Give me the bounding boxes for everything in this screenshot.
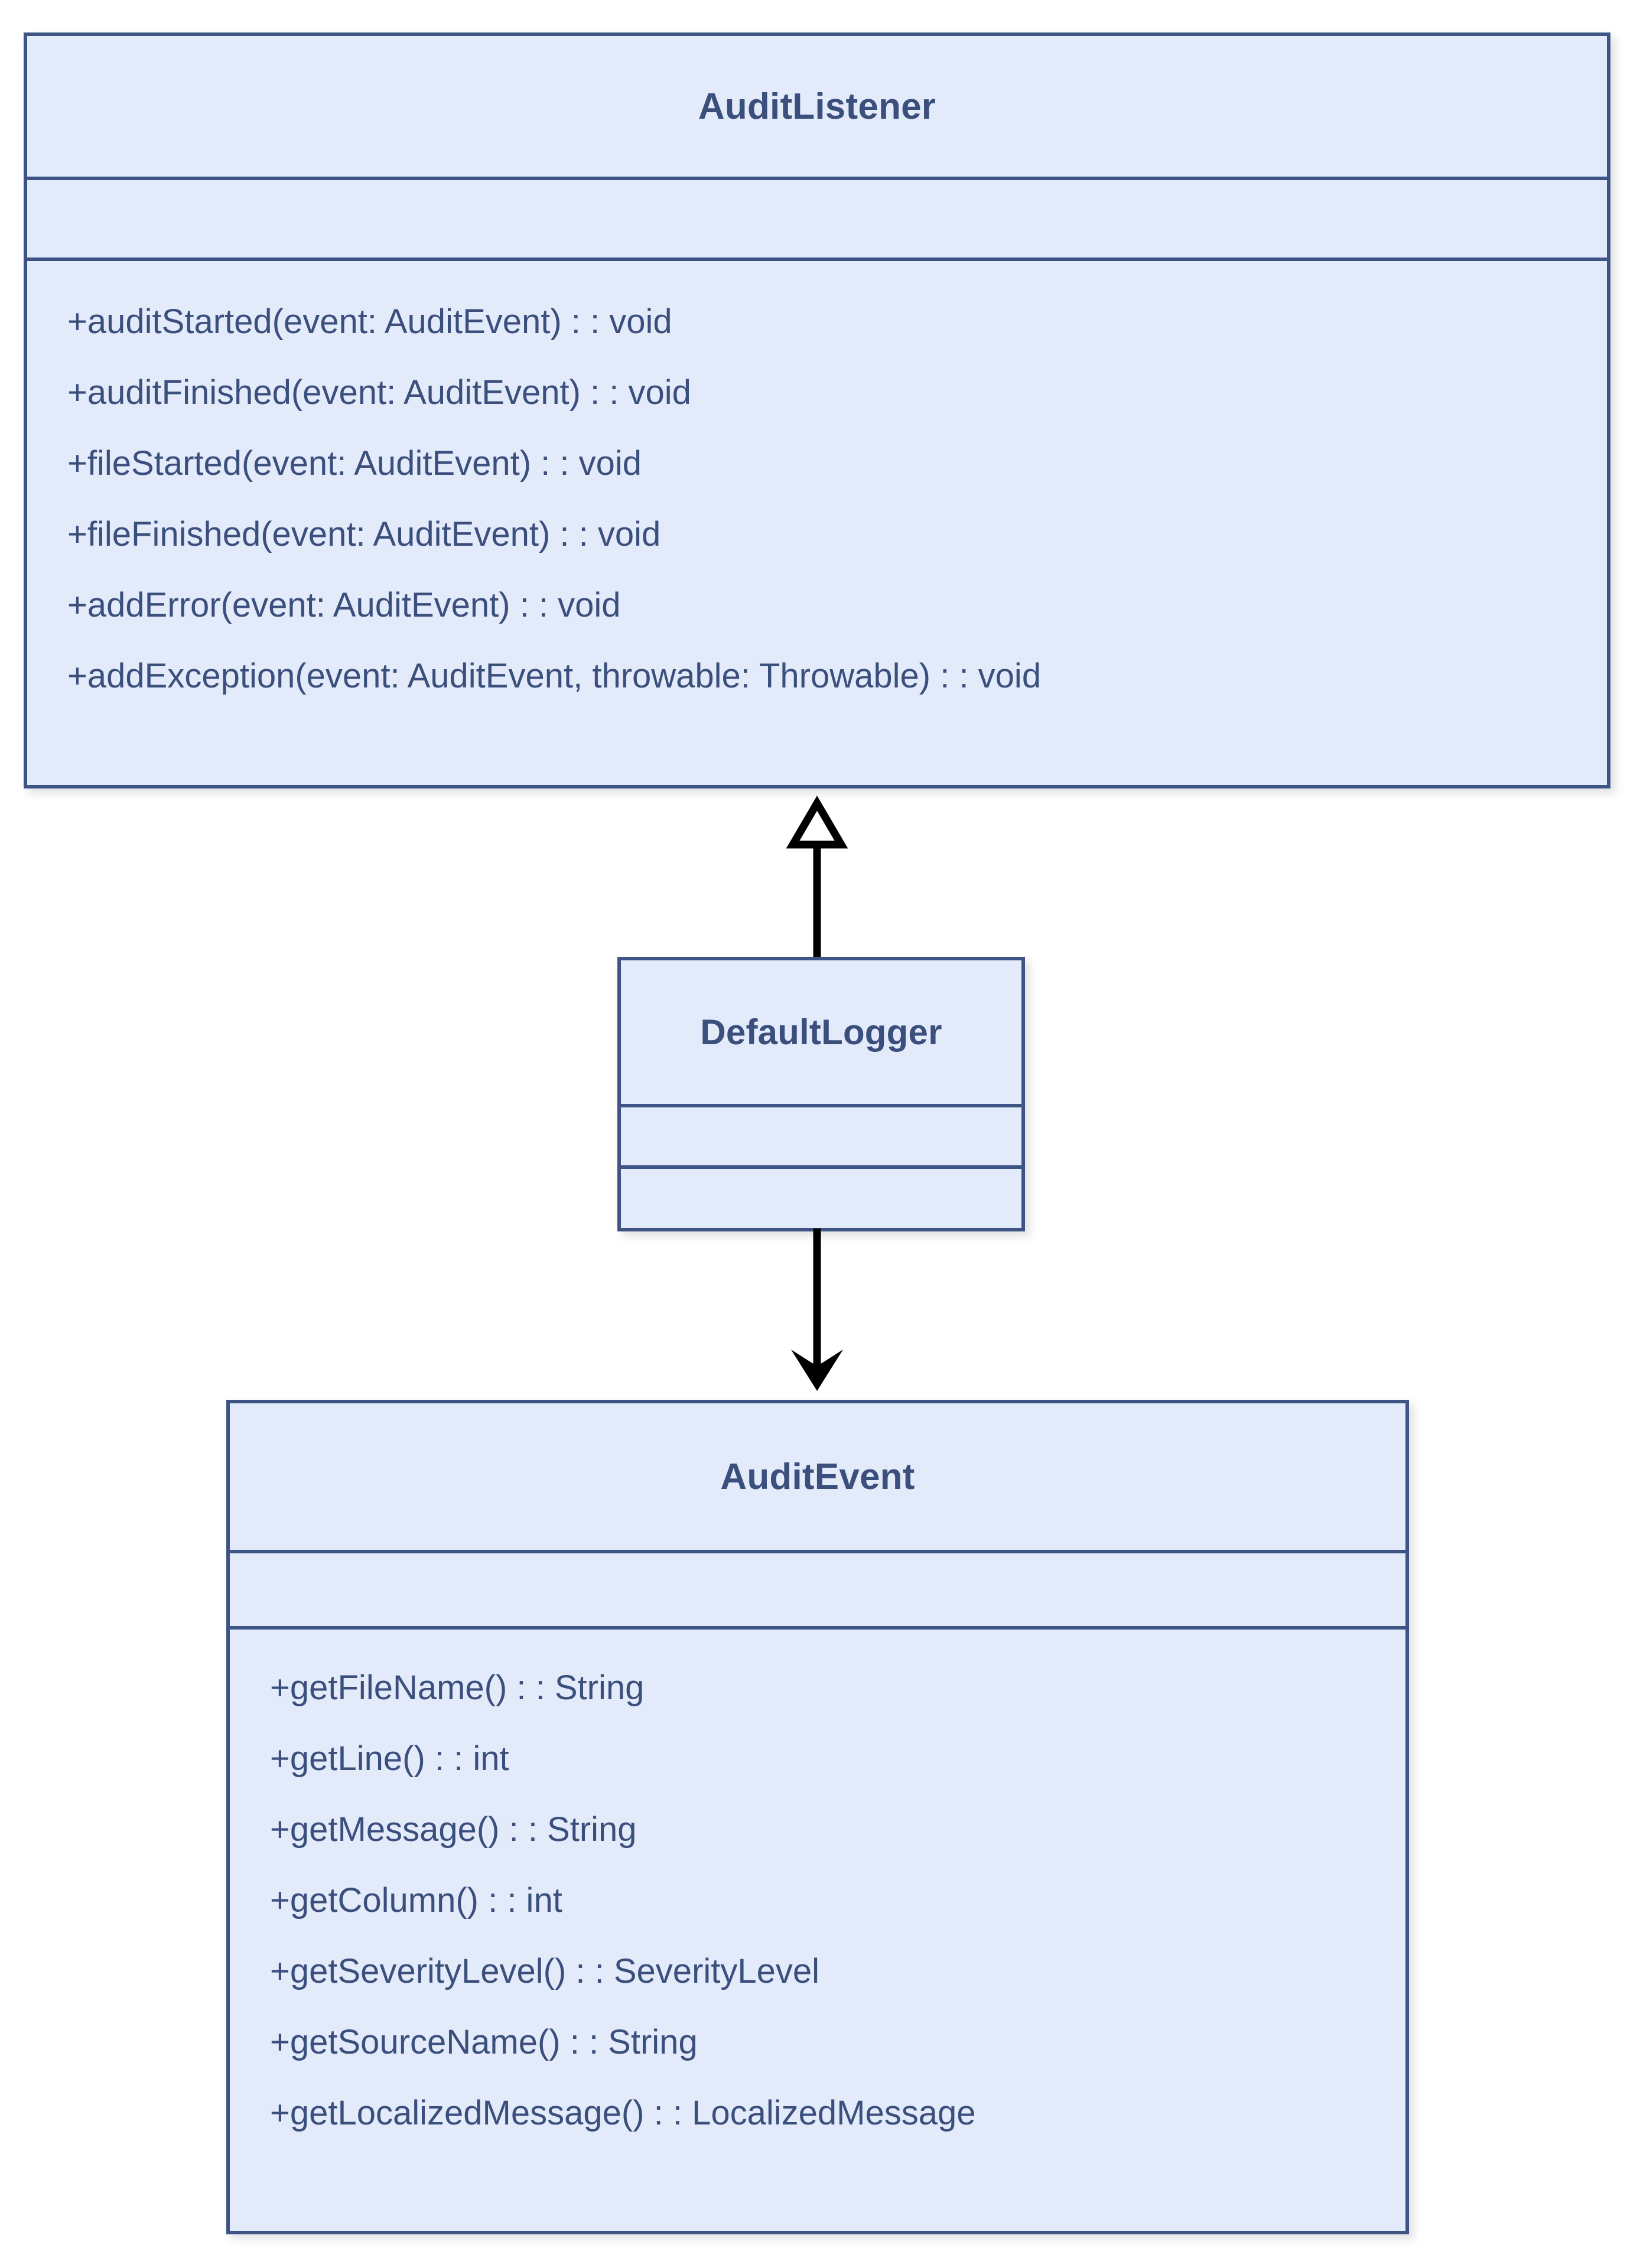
method-row: +auditFinished(event: AuditEvent) : : vo… [67, 373, 691, 412]
method-row: +getLine() : : int [270, 1739, 509, 1778]
open-arrowhead-icon [791, 1350, 843, 1391]
class-title-section: DefaultLogger [621, 960, 1021, 1107]
class-attributes-section [621, 1107, 1021, 1169]
class-title-section: AuditListener [27, 36, 1607, 180]
method-row: +auditStarted(event: AuditEvent) : : voi… [67, 302, 672, 341]
method-row: +fileStarted(event: AuditEvent) : : void [67, 444, 642, 483]
method-row: +getColumn() : : int [270, 1881, 562, 1920]
class-name-audit-listener: AuditListener [698, 86, 936, 127]
class-methods-section [621, 1169, 1021, 1224]
method-row: +getLocalizedMessage() : : LocalizedMess… [270, 2094, 976, 2132]
method-row: +getFileName() : : String [270, 1669, 645, 1707]
uml-class-audit-event[interactable]: AuditEvent +getFileName() : : String +ge… [226, 1400, 1409, 2234]
class-attributes-section [230, 1553, 1405, 1630]
generalization-arrow-audit-listener [786, 796, 848, 963]
class-title-section: AuditEvent [230, 1403, 1405, 1553]
method-row: +fileFinished(event: AuditEvent) : : voi… [67, 515, 661, 553]
uml-class-audit-listener[interactable]: AuditListener +auditStarted(event: Audit… [24, 32, 1610, 788]
method-row: +getMessage() : : String [270, 1810, 637, 1849]
class-methods-section: +auditStarted(event: AuditEvent) : : voi… [27, 261, 1607, 730]
uml-class-default-logger[interactable]: DefaultLogger [617, 957, 1025, 1231]
class-attributes-section [27, 180, 1607, 261]
method-row: +addError(event: AuditEvent) : : void [67, 586, 621, 624]
dependency-arrow-audit-event [791, 1228, 843, 1391]
class-name-default-logger: DefaultLogger [700, 1012, 942, 1052]
class-name-audit-event: AuditEvent [720, 1456, 915, 1497]
method-row: +addException(event: AuditEvent, throwab… [67, 657, 1042, 695]
method-row: +getSourceName() : : String [270, 2023, 698, 2061]
hollow-triangle-icon [786, 796, 848, 849]
method-row: +getSeverityLevel() : : SeverityLevel [270, 1952, 820, 1990]
class-methods-section: +getFileName() : : String +getLine() : :… [230, 1630, 1405, 2167]
